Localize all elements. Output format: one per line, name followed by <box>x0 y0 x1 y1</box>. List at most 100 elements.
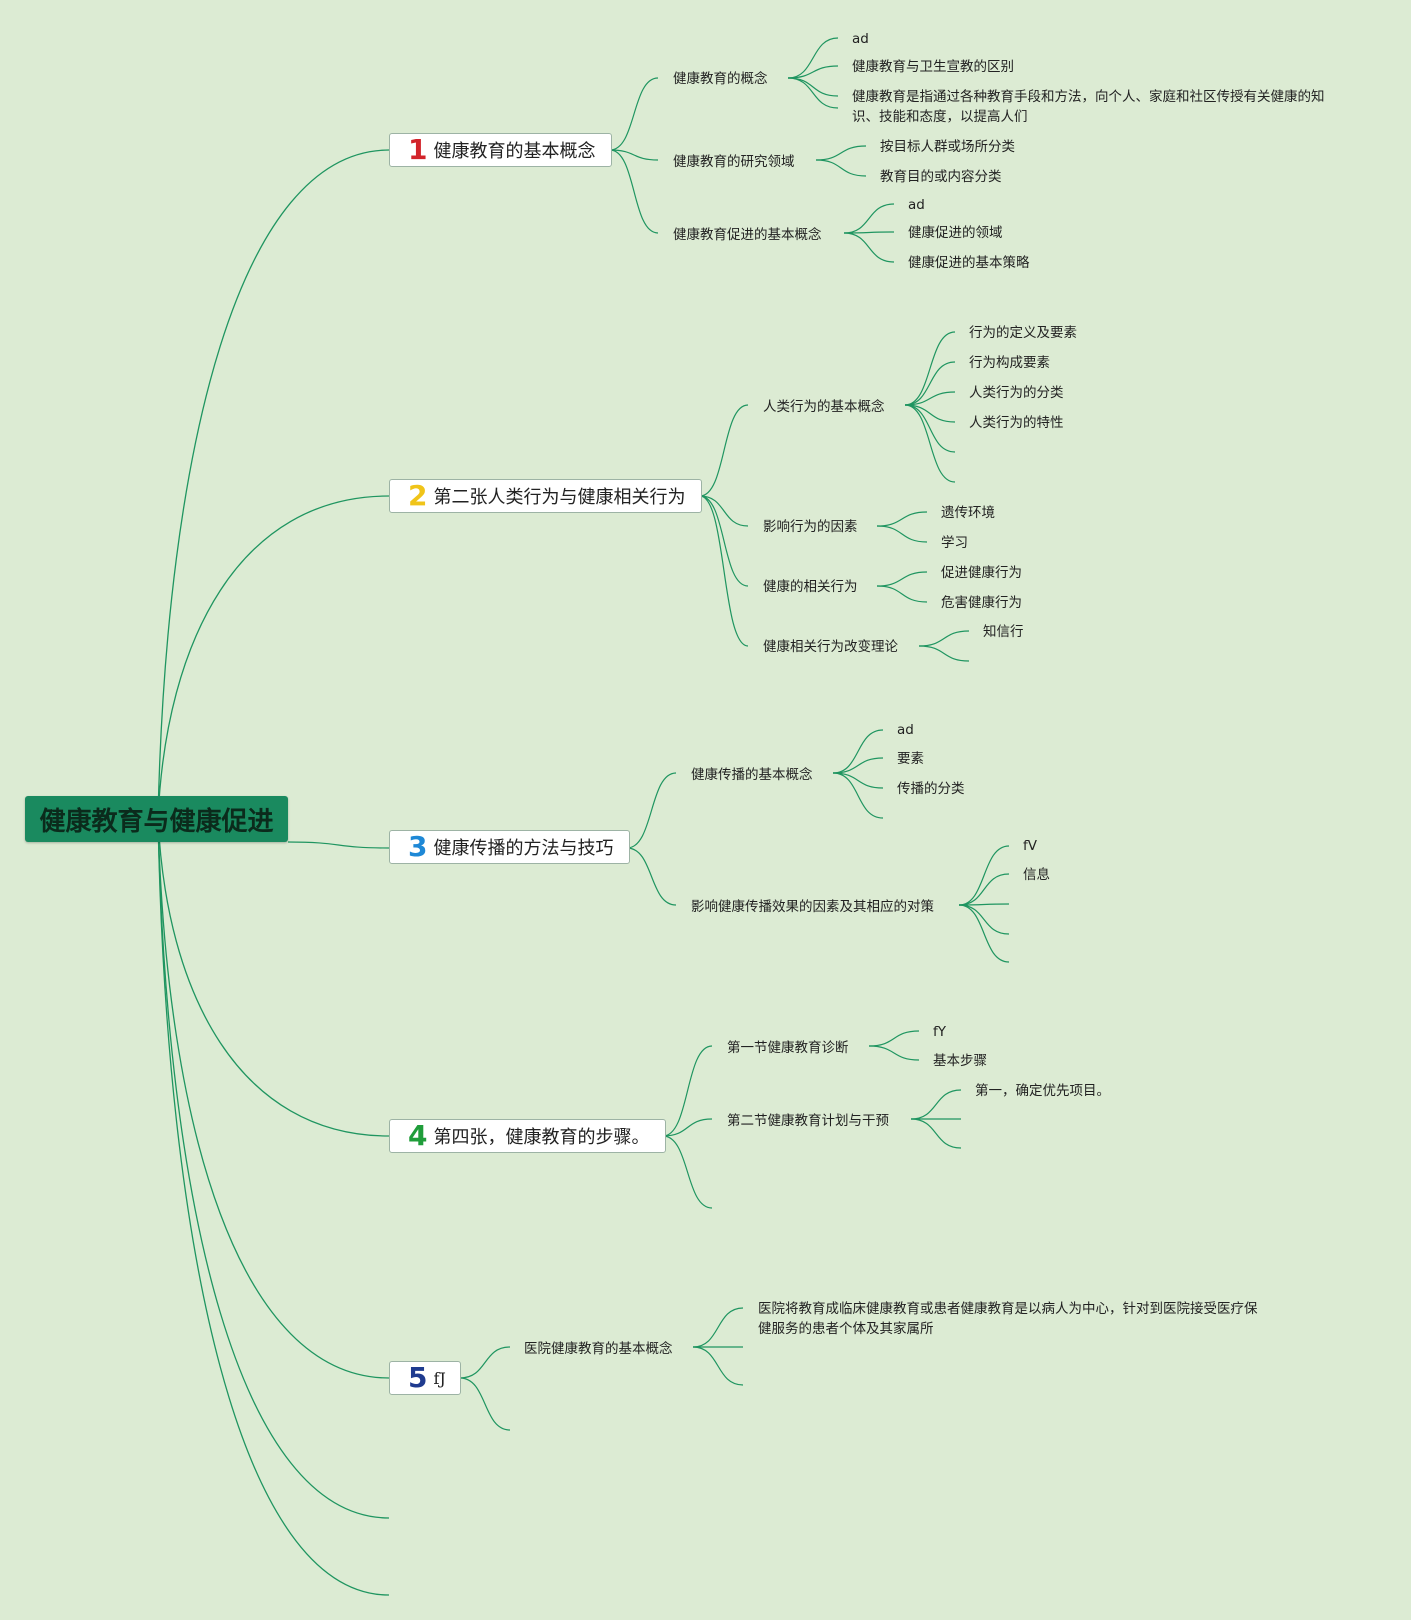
t3-sub-2-item-1[interactable]: fV <box>1023 838 1037 854</box>
connector-19 <box>699 404 749 497</box>
t4-sub-2-item-1[interactable]: 第一，确定优先项目。 <box>975 1083 1110 1099</box>
t2-sub-4-item-1[interactable]: 知信行 <box>983 624 1024 640</box>
topic-2-label: 第二张人类行为与健康相关行为 <box>433 487 686 508</box>
t3-sub-1-item-2[interactable]: 要素 <box>897 751 924 767</box>
t2-sub-2-item-2[interactable]: 学习 <box>941 535 968 551</box>
connector-21 <box>699 495 749 587</box>
connector-31 <box>876 571 928 587</box>
t4-sub-2[interactable]: 第二节健康教育计划与干预 <box>727 1113 889 1129</box>
connector-27 <box>904 404 956 453</box>
t1-sub-1-item-2[interactable]: 健康教育与卫生宣教的区别 <box>852 59 1014 75</box>
connector-15 <box>815 159 867 177</box>
topic-4[interactable]: 4 第四张，健康教育的步骤。 <box>389 1119 667 1153</box>
connector-42 <box>958 873 1010 906</box>
t3-sub-2-item-2[interactable]: 信息 <box>1023 867 1050 883</box>
connector-41 <box>958 845 1010 906</box>
connector-46 <box>662 1045 713 1137</box>
connector-29 <box>876 511 928 527</box>
connector-36 <box>626 847 677 906</box>
connector-20 <box>699 495 749 527</box>
connector-2 <box>287 841 390 849</box>
root-topic[interactable]: 健康教育与健康促进 <box>25 796 288 842</box>
trunk-5 <box>157 817 390 1519</box>
t3-sub-1-item-3[interactable]: 传播的分类 <box>897 781 965 797</box>
topic-2[interactable]: 2 第二张人类行为与健康相关行为 <box>389 479 703 513</box>
t2-sub-1-item-1[interactable]: 行为的定义及要素 <box>969 325 1077 341</box>
connector-47 <box>662 1118 713 1137</box>
t2-sub-2-item-1[interactable]: 遗传环境 <box>941 505 995 521</box>
connector-14 <box>815 145 867 161</box>
t1-sub-3[interactable]: 健康教育促进的基本概念 <box>673 227 822 243</box>
connector-32 <box>876 585 928 603</box>
topic-5-number: 5 <box>408 1361 428 1394</box>
topic-4-number: 4 <box>408 1119 428 1152</box>
topic-5-label: fJ <box>433 1368 446 1388</box>
topic-3[interactable]: 3 健康传播的方法与技巧 <box>389 830 631 864</box>
topic-5[interactable]: 5 fJ <box>389 1361 461 1395</box>
connector-58 <box>692 1346 744 1386</box>
t4-sub-1-item-1[interactable]: fY <box>933 1024 946 1040</box>
trunk-6 <box>157 817 390 1596</box>
root-title: 健康教育与健康促进 <box>39 806 274 837</box>
connector-16 <box>843 203 895 234</box>
trunk-0 <box>157 149 390 819</box>
t1-sub-1[interactable]: 健康教育的概念 <box>673 71 768 87</box>
t1-sub-1-item-3[interactable]: 健康教育是指通过各种教育手段和方法，向个人、家庭和社区传授有关健康的知识、技能和… <box>852 89 1325 125</box>
connector-40 <box>832 772 884 819</box>
connector-24 <box>904 361 956 406</box>
t2-sub-3[interactable]: 健康的相关行为 <box>763 579 858 595</box>
connector-38 <box>832 757 884 774</box>
t2-sub-3-item-2[interactable]: 危害健康行为 <box>941 595 1022 611</box>
connector-39 <box>832 772 884 789</box>
t3-sub-1-item-1[interactable]: ad <box>897 722 914 738</box>
connector-34 <box>918 645 970 662</box>
t1-sub-1-item-1[interactable]: ad <box>852 31 869 47</box>
t5-sub-1-item-1[interactable]: 医院将教育成临床健康教育或患者健康教育是以病人为中心，针对到医院接受医疗保健服务… <box>758 1301 1258 1337</box>
t2-sub-4[interactable]: 健康相关行为改变理论 <box>763 639 898 655</box>
connector-13 <box>787 77 839 109</box>
connector-11 <box>787 65 839 79</box>
connector-37 <box>832 729 884 774</box>
t2-sub-1[interactable]: 人类行为的基本概念 <box>763 399 885 415</box>
topic-1-number: 1 <box>408 133 428 166</box>
connector-30 <box>876 525 928 543</box>
topic-4-label: 第四张，健康教育的步骤。 <box>433 1127 650 1148</box>
connector-49 <box>868 1030 920 1047</box>
t2-sub-1-item-2[interactable]: 行为构成要素 <box>969 355 1050 371</box>
connector-51 <box>910 1089 962 1120</box>
t1-sub-3-item-3[interactable]: 健康促进的基本策略 <box>908 255 1030 271</box>
t2-sub-2[interactable]: 影响行为的因素 <box>763 519 858 535</box>
t4-sub-1[interactable]: 第一节健康教育诊断 <box>727 1040 849 1056</box>
connector-33 <box>918 630 970 647</box>
t2-sub-1-item-3[interactable]: 人类行为的分类 <box>969 385 1064 401</box>
connector-10 <box>787 37 839 79</box>
t1-sub-2-item-2[interactable]: 教育目的或内容分类 <box>880 169 1002 185</box>
connector-25 <box>904 391 956 406</box>
t1-sub-2-item-1[interactable]: 按目标人群或场所分类 <box>880 139 1015 155</box>
topic-1[interactable]: 1 健康教育的基本概念 <box>389 133 613 167</box>
connector-55 <box>459 1377 511 1431</box>
t4-sub-1-item-2[interactable]: 基本步骤 <box>933 1053 987 1069</box>
connector-50 <box>868 1045 920 1061</box>
connector-28 <box>904 404 956 483</box>
t1-sub-2[interactable]: 健康教育的研究领域 <box>673 154 795 170</box>
t3-sub-1[interactable]: 健康传播的基本概念 <box>691 767 813 783</box>
connector-8 <box>609 149 659 161</box>
connector-48 <box>662 1135 713 1209</box>
t1-sub-3-item-2[interactable]: 健康促进的领域 <box>908 225 1003 241</box>
connector-56 <box>692 1307 744 1348</box>
t1-sub-3-item-1[interactable]: ad <box>908 197 925 213</box>
t5-sub-1[interactable]: 医院健康教育的基本概念 <box>524 1341 673 1357</box>
t2-sub-3-item-1[interactable]: 促进健康行为 <box>941 565 1022 581</box>
connector-23 <box>904 331 956 406</box>
topic-2-number: 2 <box>408 479 428 512</box>
topic-1-label: 健康教育的基本概念 <box>433 141 596 162</box>
connector-7 <box>609 77 659 151</box>
connector-54 <box>459 1346 511 1379</box>
t3-sub-2[interactable]: 影响健康传播效果的因素及其相应的对策 <box>691 899 934 915</box>
topic-3-label: 健康传播的方法与技巧 <box>433 838 614 859</box>
trunk-3 <box>157 817 390 1137</box>
trunk-1 <box>157 495 390 819</box>
t2-sub-1-item-4[interactable]: 人类行为的特性 <box>969 415 1064 431</box>
